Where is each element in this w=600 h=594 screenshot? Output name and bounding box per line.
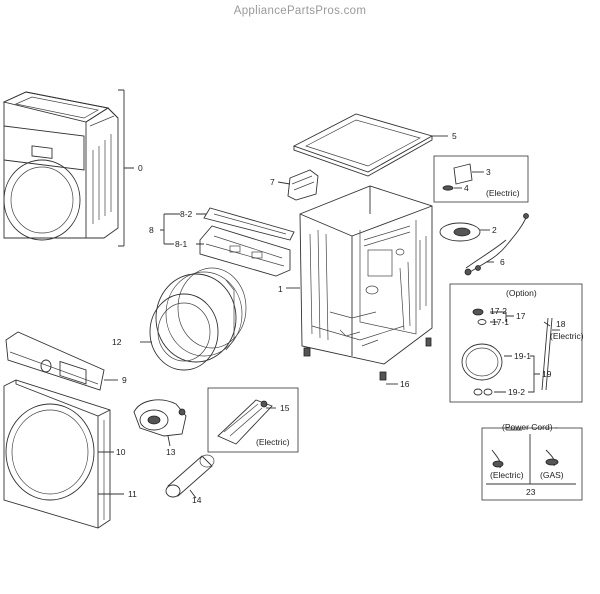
callout-5: 5 bbox=[452, 131, 457, 141]
control-panel-drawing bbox=[5, 331, 118, 391]
wire-harness-drawing bbox=[464, 213, 529, 276]
blower-drawing bbox=[133, 399, 187, 447]
callout-2: 2 bbox=[492, 225, 497, 235]
callout-4: 4 bbox=[464, 183, 469, 193]
callout-11: 11 bbox=[128, 489, 137, 499]
motor-drawing bbox=[439, 222, 490, 242]
note-gas-cord: (GAS) bbox=[540, 470, 564, 480]
callout-7: 7 bbox=[270, 177, 275, 187]
callout-1: 1 bbox=[278, 284, 283, 294]
callout-6: 6 bbox=[500, 257, 505, 267]
callout-23: 23 bbox=[526, 487, 536, 497]
callout-15: 15 bbox=[280, 403, 290, 413]
note-power-cord: (Power Cord) - bbox=[502, 422, 558, 432]
callout-8: 8 bbox=[149, 225, 154, 235]
frame-parts-drawing bbox=[160, 207, 295, 277]
electric-parts-drawing bbox=[433, 155, 529, 203]
door-front-drawing bbox=[3, 379, 124, 529]
heater-drawing bbox=[207, 387, 299, 453]
callout-9: 9 bbox=[122, 375, 127, 385]
bracket-part-drawing bbox=[277, 169, 319, 201]
cabinet-drawing bbox=[286, 185, 433, 385]
callout-13: 13 bbox=[166, 447, 176, 457]
callout-8-1: 8-1 bbox=[175, 239, 188, 249]
note-electric-hose: (Electric) bbox=[550, 331, 584, 341]
note-option: (Option) bbox=[506, 288, 537, 298]
callout-8-2: 8-2 bbox=[180, 209, 193, 219]
watermark: AppliancePartsPros.com bbox=[233, 5, 367, 17]
power-cord-box-drawing bbox=[481, 427, 583, 501]
callout-19: 19 bbox=[542, 369, 552, 379]
callout-0: 0 bbox=[138, 163, 143, 173]
callout-14: 14 bbox=[192, 495, 202, 505]
drum-drawing bbox=[140, 267, 247, 371]
note-electric-cord: (Electric) bbox=[490, 470, 524, 480]
callout-17-1: 17-1 bbox=[492, 317, 510, 327]
note-electric-parts: (Electric) bbox=[486, 188, 520, 198]
callout-19-2: 19-2 bbox=[508, 387, 526, 397]
note-electric-heater: (Electric) bbox=[256, 437, 290, 447]
callout-12: 12 bbox=[112, 337, 122, 347]
top-cover-drawing bbox=[292, 113, 448, 177]
option-box-drawing bbox=[449, 283, 583, 403]
callout-17: 17 bbox=[516, 311, 526, 321]
dryer-assembly-drawing bbox=[2, 89, 134, 247]
callout-18: 18 bbox=[556, 319, 566, 329]
callout-16: 16 bbox=[400, 379, 410, 389]
callout-17-2: 17-2 bbox=[490, 306, 508, 316]
callout-3: 3 bbox=[486, 167, 491, 177]
callout-19-1: 19-1 bbox=[514, 351, 532, 361]
duct-drawing bbox=[165, 454, 215, 499]
callout-10: 10 bbox=[116, 447, 126, 457]
